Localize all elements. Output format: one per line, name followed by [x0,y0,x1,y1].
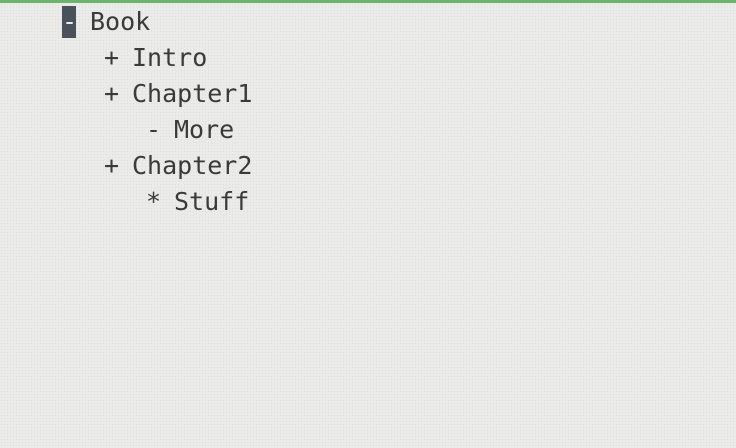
outline-item-label: Intro [132,43,208,72]
outline-tree: -Book +Intro +Chapter1 -More +Chapter2 *… [62,4,722,220]
outline-item-chapter1[interactable]: + Chapter1 [62,76,722,112]
collapse-bullet-cursor[interactable]: - [62,6,78,38]
outline-item-label: Stuff [174,187,250,216]
outline-item-label: Chapter2 [132,151,253,180]
collapse-bullet[interactable]: - [146,115,162,144]
expand-bullet[interactable]: + [104,79,120,108]
outline-item-more[interactable]: -More [62,112,722,148]
outline-item-book[interactable]: -Book [62,4,722,40]
outline-item-intro[interactable]: + Intro [62,40,722,76]
outline-item-stuff[interactable]: * Stuff [62,184,722,220]
outline-item-chapter2[interactable]: + Chapter2 [62,148,722,184]
expand-bullet[interactable]: + [104,43,120,72]
outline-item-label: Chapter1 [132,79,253,108]
outline-item-label: More [174,115,235,144]
leaf-bullet: * [146,187,162,216]
outline-item-label: Book [90,7,151,36]
window-top-border [0,0,736,3]
expand-bullet[interactable]: + [104,151,120,180]
